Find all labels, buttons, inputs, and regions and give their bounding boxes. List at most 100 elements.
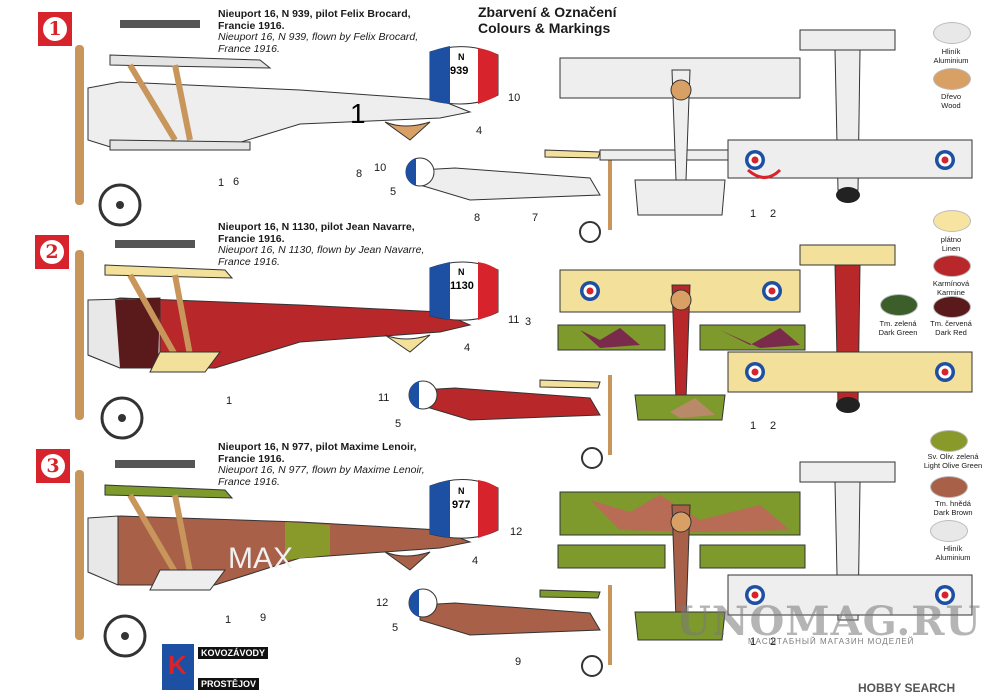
caption-en2: France 1916.: [218, 255, 280, 268]
variant-2-number: 2: [40, 240, 64, 264]
callout: 4: [476, 125, 483, 137]
callout: 2: [770, 208, 777, 220]
swatch-cz: Dřevo: [940, 92, 961, 101]
swatch-cz: Hliník: [941, 47, 961, 56]
variant-3-badge: 3: [36, 449, 70, 483]
swatch-cz: Sv. Oliv. zelená: [927, 452, 979, 461]
caption-cz2: Francie 1916.: [218, 452, 285, 465]
callout: 1: [750, 208, 757, 220]
plane-3-top: [557, 491, 806, 641]
callout: 9: [260, 612, 267, 624]
callout: 9: [515, 656, 522, 668]
callout: 11: [378, 392, 390, 404]
callout: 1: [218, 177, 225, 189]
callout: 4: [464, 342, 471, 354]
swatch-en: Light Olive Green: [923, 460, 983, 470]
caption-cz2: Francie 1916.: [218, 19, 285, 32]
swatch-aluminium-2: [930, 520, 968, 542]
variant-1-caption: Nieuport 16, N 939, pilot Felix Brocard,…: [218, 8, 419, 55]
title-en: Colours & Markings: [478, 20, 611, 36]
swatch-dark-green: [880, 294, 918, 316]
callout: 5: [392, 622, 399, 634]
callout: 1: [750, 636, 757, 648]
callout: 12: [510, 526, 523, 538]
logo-mark-bg: [162, 644, 194, 690]
callout: 8: [474, 212, 481, 224]
callout: 2: [770, 636, 777, 648]
variant-2-caption: Nieuport 16, N 1130, pilot Jean Navarre,…: [218, 221, 425, 268]
callout: 3: [525, 316, 532, 328]
swatch-cz: Tm. zelená: [879, 319, 917, 328]
callout: 10: [508, 92, 521, 104]
variant-3-number: 3: [41, 454, 65, 478]
swatch-dark-brown: [930, 476, 968, 498]
swatch-aluminium: [933, 22, 971, 44]
logo-mark: K: [168, 650, 187, 680]
callout: 6: [233, 176, 240, 188]
variant-2-badge: 2: [35, 235, 69, 269]
plane-3-small-side: [408, 585, 612, 677]
callout: 8: [356, 168, 363, 180]
caption-cz: Nieuport 16, N 977, pilot Maxime Lenoir,: [218, 441, 417, 453]
swatch-en: Wood: [941, 100, 961, 110]
caption-en: Nieuport 16, N 1130, flown by Jean Navar…: [218, 244, 425, 256]
caption-cz: Nieuport 16, N 1130, pilot Jean Navarre,: [218, 221, 415, 233]
plane-2-small-side: [408, 375, 612, 469]
swatch-en: Aluminium: [933, 55, 969, 65]
swatch-cz: Tm. hnědá: [935, 499, 971, 508]
swatch-en: Dark Brown: [933, 507, 973, 517]
plane-1-side: N 939 1: [75, 20, 499, 227]
callout: 10: [374, 162, 387, 174]
variant-1-badge: 1: [38, 12, 72, 46]
swatch-dark-red: [933, 296, 971, 318]
swatch-en: Dark Red: [935, 327, 967, 337]
swatch-en: Karmine: [937, 287, 965, 297]
swatch-en: Aluminium: [935, 552, 971, 562]
callout: 11: [508, 314, 520, 326]
plane-1-small-side: [405, 149, 612, 243]
callout: 12: [376, 597, 389, 609]
page-title: Zbarvení & Označení Colours & Markings: [478, 4, 616, 36]
swatch-light-olive: [930, 430, 968, 452]
caption-en: Nieuport 16, N 939, flown by Felix Broca…: [218, 31, 419, 43]
swatch-linen: [933, 210, 971, 232]
caption-cz: Nieuport 16, N 939, pilot Felix Brocard,: [218, 8, 411, 20]
callout: 1: [750, 420, 757, 432]
plane-3-side: N 977 MAX: [75, 460, 499, 658]
caption-en2: France 1916.: [218, 475, 280, 488]
callout: 5: [390, 186, 397, 198]
watermark-main: UNOMAG.RU: [676, 598, 982, 645]
swatch-cz: Hliník: [943, 544, 963, 553]
plane-2-bottom: [727, 244, 973, 413]
fuselage-mark: MAX: [228, 542, 293, 575]
swatch-en: Linen: [941, 243, 961, 253]
serial-prefix: N: [458, 52, 465, 62]
kovozavody-logo: K KOVOZÁVODY PROSTĚJOV: [162, 644, 269, 694]
serial: 1130: [450, 280, 474, 292]
swatch-en: Dark Green: [878, 327, 918, 337]
variant-3-caption: Nieuport 16, N 977, pilot Maxime Lenoir,…: [218, 441, 425, 488]
plane-1-top: [559, 57, 801, 216]
callout: 1: [226, 395, 233, 407]
title-cz: Zbarvení & Označení: [478, 4, 617, 20]
watermark-sub: МАСШТАБНЫЙ МАГАЗИН МОДЕЛЕЙ: [748, 637, 915, 646]
swatch-wood: [933, 68, 971, 90]
callout: 5: [395, 418, 402, 430]
plane-2-side: N 1130: [75, 240, 499, 440]
caption-en: Nieuport 16, N 977, flown by Maxime Leno…: [218, 464, 425, 476]
logo-line1: KOVOZÁVODY: [198, 647, 269, 659]
caption-en2: France 1916.: [218, 42, 280, 55]
callout: 2: [770, 420, 777, 432]
plane-3-bottom: [727, 461, 973, 621]
callout: 4: [472, 555, 479, 567]
swatch-cz: Karmínová: [932, 279, 970, 288]
